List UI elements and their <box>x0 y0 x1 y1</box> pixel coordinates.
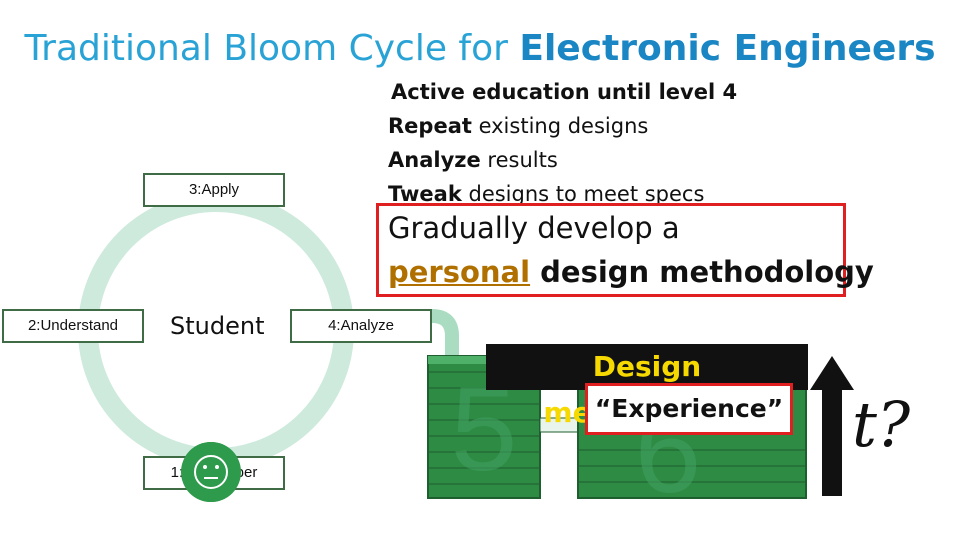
face-overlay <box>181 442 241 502</box>
experience-label: “Experience” <box>585 383 793 435</box>
stage-apply: 3:Apply <box>143 173 285 207</box>
time-arrow-icon <box>810 356 854 496</box>
stage-understand: 2:Understand <box>2 309 144 343</box>
time-question-label: t? <box>852 388 910 461</box>
cycle-center-student: Student <box>170 312 264 340</box>
stage-analyze: 4:Analyze <box>290 309 432 343</box>
